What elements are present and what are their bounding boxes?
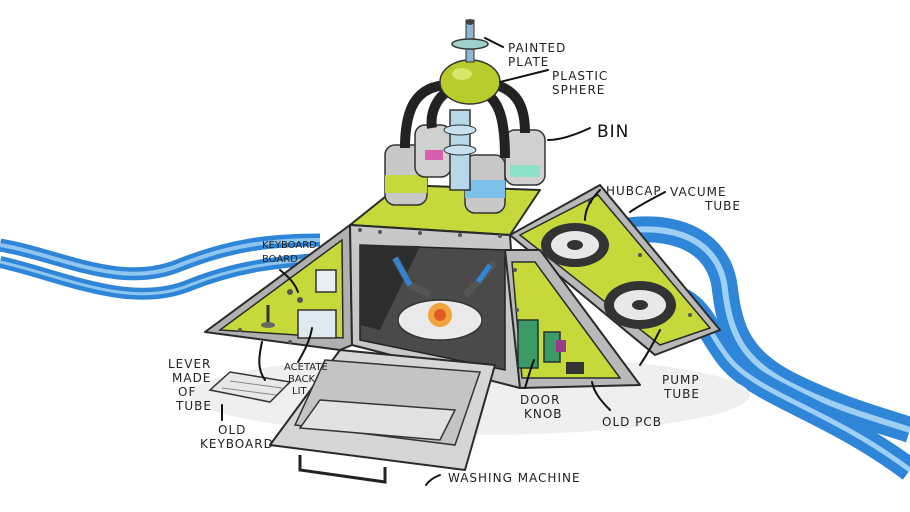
svg-text:LEVER: LEVER — [168, 357, 211, 371]
svg-text:BACK: BACK — [288, 374, 316, 385]
label-washing-machine: WASHING MACHINE — [448, 471, 581, 485]
svg-text:OLD: OLD — [218, 423, 246, 437]
svg-text:TUBE: TUBE — [175, 399, 212, 413]
label-door-knob: DOOR KNOB — [520, 393, 563, 421]
svg-text:DOOR: DOOR — [520, 393, 560, 407]
hubcap-upper — [541, 223, 609, 267]
svg-text:OF: OF — [178, 385, 196, 399]
right-panel — [504, 184, 721, 389]
svg-text:LIT: LIT — [292, 386, 308, 397]
label-keyboard-top: KEYBOARD BOARD — [262, 240, 317, 265]
label-painted-plate: PAINTED PLATE — [508, 41, 566, 69]
left-panel — [204, 224, 353, 351]
label-old-keyboard: OLD KEYBOARD — [200, 423, 274, 451]
svg-text:PAINTED: PAINTED — [508, 41, 566, 55]
label-acetate: ACETATE BACK LIT — [284, 362, 328, 397]
svg-text:PUMP: PUMP — [662, 373, 700, 387]
left-vacuum-tubes — [0, 233, 331, 300]
label-hubcap: HUBCAP — [606, 184, 662, 198]
annotation-arrows — [221, 37, 666, 486]
label-plastic-sphere: PLASTIC SPHERE — [552, 69, 608, 97]
old-keyboard — [208, 371, 292, 403]
svg-text:TUBE: TUBE — [704, 199, 741, 213]
plastic-sphere — [439, 59, 501, 105]
label-old-pcb: OLD PCB — [602, 415, 662, 429]
label-pump-tube: PUMP TUBE — [662, 373, 700, 401]
svg-text:PLASTIC: PLASTIC — [552, 69, 608, 83]
bins — [384, 109, 546, 214]
svg-text:KNOB: KNOB — [524, 407, 563, 421]
svg-text:PLATE: PLATE — [508, 55, 549, 69]
svg-text:SPHERE: SPHERE — [552, 83, 605, 97]
svg-text:KEYBOARD: KEYBOARD — [262, 240, 317, 251]
label-lever: LEVER MADE OF TUBE — [168, 357, 212, 413]
svg-text:MADE: MADE — [172, 371, 211, 385]
hubcap-lower — [604, 281, 676, 329]
painted-plate-tower — [451, 19, 489, 63]
svg-text:BOARD: BOARD — [262, 254, 298, 265]
label-bin: BIN — [597, 122, 629, 142]
label-vacume-tube: VACUME TUBE — [670, 185, 741, 213]
svg-text:ACETATE: ACETATE — [284, 362, 328, 373]
svg-text:TUBE: TUBE — [663, 387, 700, 401]
central-box — [349, 184, 541, 389]
svg-text:VACUME: VACUME — [670, 185, 727, 199]
svg-text:KEYBOARD: KEYBOARD — [200, 437, 274, 451]
washing-machine-drawer — [269, 349, 496, 484]
